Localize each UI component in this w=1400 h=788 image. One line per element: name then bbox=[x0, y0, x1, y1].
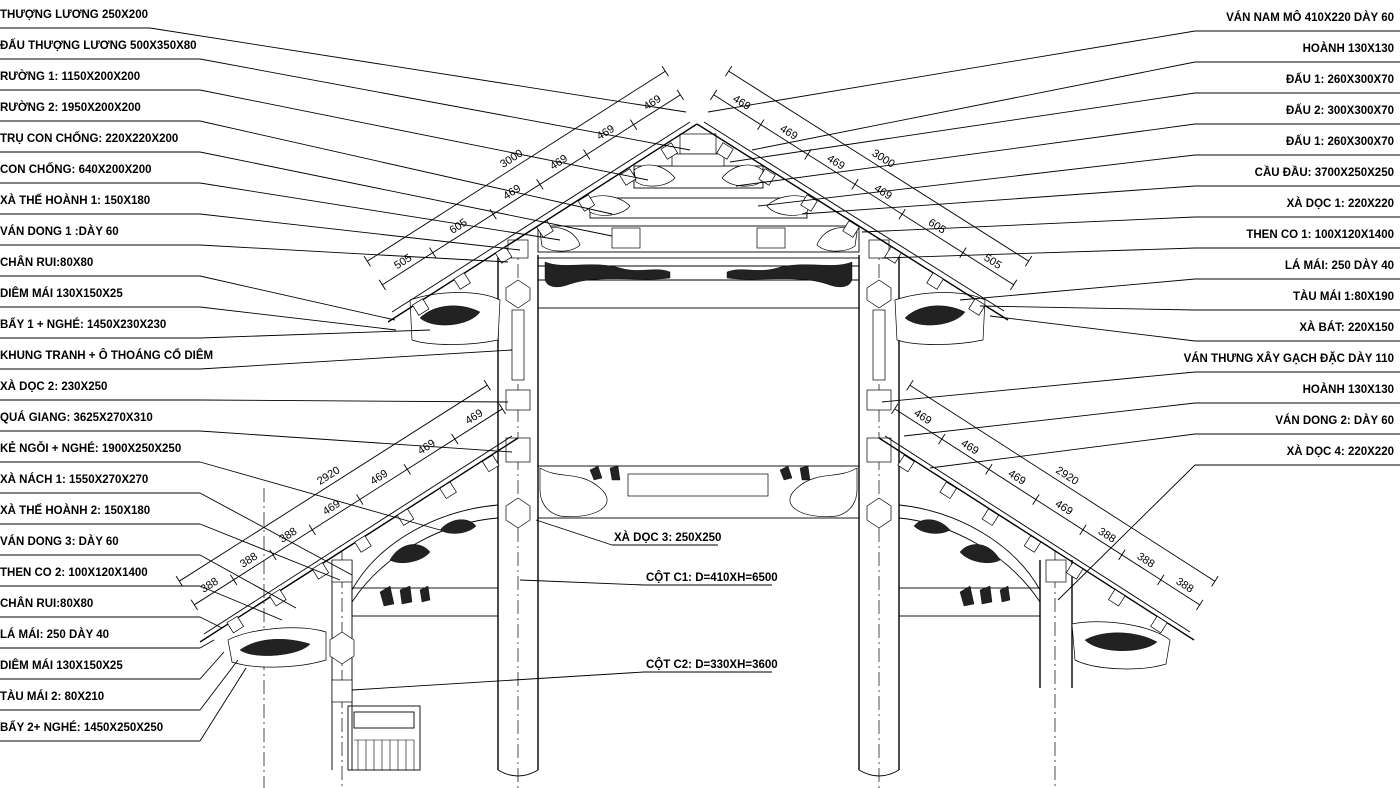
dimension-value: 469 bbox=[416, 437, 438, 457]
dimension-value: 469 bbox=[642, 93, 664, 113]
dimension-value: 388 bbox=[238, 551, 260, 571]
left-label-9: CHÂN RUI:80X80 bbox=[0, 256, 93, 269]
column-head-left bbox=[505, 239, 531, 529]
left-label-13: XÀ DỌC 2: 230X250 bbox=[0, 380, 107, 393]
left-label-17: XÀ THẾ HOÀNH 2: 150X180 bbox=[0, 504, 150, 517]
right-label-4: ĐẤU 2: 300X300X70 bbox=[1286, 104, 1394, 117]
dimension-value: 388 bbox=[1096, 526, 1118, 546]
dimension-value: 469 bbox=[501, 182, 523, 202]
left-label-20: CHÂN RUI:80X80 bbox=[0, 597, 93, 610]
left-label-3: RƯỜNG 1: 1150X200X200 bbox=[0, 70, 140, 83]
label-cot-c2: CỘT C2: D=330XH=3600 bbox=[646, 658, 778, 671]
right-label-8: THEN CO 1: 100X120X1400 bbox=[1246, 229, 1394, 241]
center-labels: XÀ DỌC 3: 250X250 CỘT C1: D=410XH=6500 C… bbox=[351, 519, 778, 691]
left-label-24: BẨY 2+ NGHÉ: 1450X250X250 bbox=[0, 721, 163, 734]
left-label-8: VÁN DONG 1 :DÀY 60 bbox=[0, 225, 119, 238]
left-label-15: KẺ NGỖI + NGHÉ: 1900X250X250 bbox=[0, 442, 181, 455]
dimension-value: 388 bbox=[1174, 576, 1196, 596]
upper-truss bbox=[537, 133, 860, 253]
brackets bbox=[227, 292, 1171, 670]
left-label-12: KHUNG TRANH + Ô THOÁNG CỔ DIÊM bbox=[0, 349, 213, 362]
right-label-9: LÁ MÁI: 250 DÀY 40 bbox=[1285, 259, 1394, 272]
dimension-value: 505 bbox=[392, 252, 414, 272]
dimension-value: 469 bbox=[548, 153, 570, 173]
column-head-right bbox=[866, 239, 892, 529]
left-label-11: BẨY 1 + NGHÉ: 1450X230X230 bbox=[0, 318, 166, 331]
left-label-22: DIÊM MÁI 130X150X25 bbox=[0, 659, 123, 672]
left-label-1: THƯỢNG LƯƠNG 250X200 bbox=[0, 9, 148, 21]
left-label-16: XÀ NÁCH 1: 1550X270X270 bbox=[0, 473, 148, 486]
dimension-value: 388 bbox=[277, 526, 299, 546]
right-label-6: CẦU ĐẦU: 3700X250X250 bbox=[1255, 166, 1394, 179]
right-label-10: TÀU MÁI 1:80X190 bbox=[1293, 290, 1394, 303]
dimension-value: 469 bbox=[959, 437, 981, 457]
left-label-19: THEN CO 2: 100X120X1400 bbox=[0, 567, 148, 579]
left-label-7: XÀ THẾ HOÀNH 1: 150X180 bbox=[0, 194, 150, 207]
label-xa-doc-3: XÀ DỌC 3: 250X250 bbox=[614, 531, 721, 544]
dimension-value: 605 bbox=[926, 217, 948, 237]
dimension-value: 469 bbox=[825, 153, 847, 173]
right-label-11: XÀ BÁT: 220X150 bbox=[1299, 321, 1394, 334]
right-label-5: ĐẤU 1: 260X300X70 bbox=[1286, 135, 1394, 148]
dimension-value: 469 bbox=[1053, 498, 1075, 518]
right-label-7: XÀ DỌC 1: 220X220 bbox=[1287, 197, 1394, 210]
left-label-14: QUÁ GIANG: 3625X270X310 bbox=[0, 411, 153, 424]
dimension-value: 469 bbox=[368, 468, 390, 488]
left-label-23: TÀU MÁI 2: 80X210 bbox=[0, 690, 104, 703]
tie-beam-lower bbox=[537, 465, 860, 519]
left-label-18: VÁN DONG 3: DÀY 60 bbox=[0, 535, 119, 548]
timber-structure bbox=[227, 133, 1171, 788]
dimension-value: 469 bbox=[1006, 468, 1028, 488]
dimension-value: 469 bbox=[778, 123, 800, 143]
right-label-15: XÀ DỌC 4: 220X220 bbox=[1287, 445, 1394, 458]
right-label-12: VÁN THƯNG XÂY GẠCH ĐẶC DÀY 110 bbox=[1184, 352, 1394, 365]
side-beams bbox=[331, 559, 1067, 617]
dimension-value: 388 bbox=[1135, 551, 1157, 571]
purlins bbox=[226, 142, 1168, 634]
lattice-panel bbox=[347, 705, 421, 771]
dimension-value: 469 bbox=[463, 407, 485, 427]
left-label-2: ĐẤU THƯỢNG LƯƠNG 500X350X80 bbox=[0, 39, 197, 52]
left-label-21: LÁ MÁI: 250 DÀY 40 bbox=[0, 628, 109, 641]
label-cot-c1: CỘT C1: D=410XH=6500 bbox=[646, 571, 778, 584]
dimension-value: 469 bbox=[912, 407, 934, 427]
leader-lines bbox=[0, 27, 1400, 742]
left-label-10: DIÊM MÁI 130X150X25 bbox=[0, 287, 123, 300]
dimension-value: 469 bbox=[321, 498, 343, 518]
dimension-value: 388 bbox=[199, 576, 221, 596]
right-label-13: HOÀNH 130X130 bbox=[1303, 383, 1394, 396]
dimension-total: 2920 bbox=[315, 464, 342, 487]
dimension-value: 469 bbox=[731, 93, 753, 113]
right-label-1: VÁN NAM MÔ 410X220 DÀY 60 bbox=[1226, 11, 1394, 24]
right-label-3: ĐẤU 1: 260X300X70 bbox=[1286, 73, 1394, 86]
tie-beam-upper bbox=[537, 257, 860, 309]
right-label-2: HOÀNH 130X130 bbox=[1303, 42, 1394, 55]
left-label-5: TRỤ CON CHỐNG: 220X220X200 bbox=[0, 131, 178, 145]
left-label-4: RƯỜNG 2: 1950X200X200 bbox=[0, 101, 141, 114]
curved-braces bbox=[351, 504, 1041, 603]
dimension-total: 2920 bbox=[1053, 464, 1080, 487]
left-label-6: CON CHỐNG: 640X200X200 bbox=[0, 162, 151, 176]
right-label-14: VÁN DONG 2: DÀY 60 bbox=[1275, 414, 1394, 427]
dimension-value: 605 bbox=[448, 217, 470, 237]
